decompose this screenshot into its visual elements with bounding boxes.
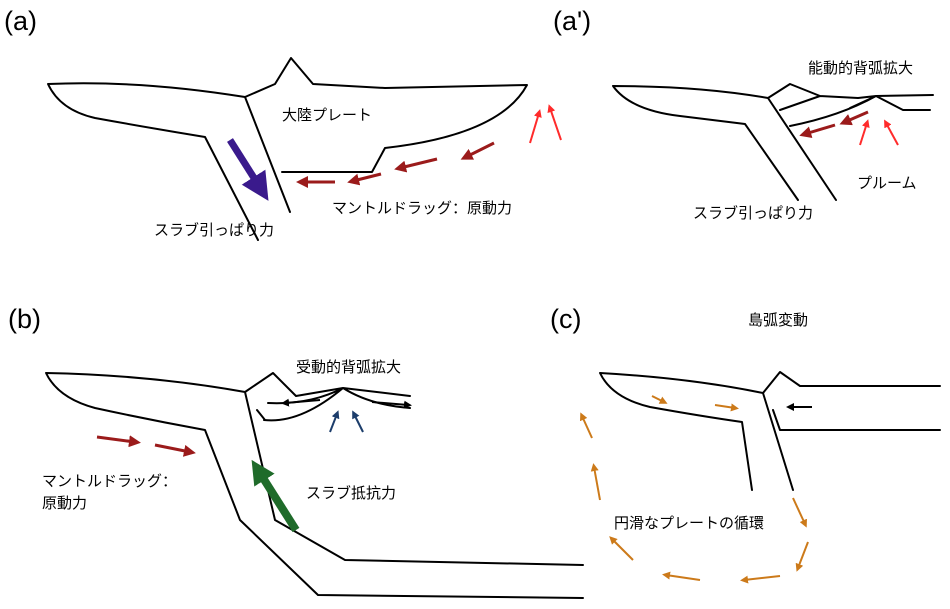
- panel-b: (b) 受動的背弧拡大 マントルドラッグ： 原動力 スラブ抵抗力: [8, 304, 584, 599]
- spreading-arrow: [281, 398, 321, 407]
- circulation-arrow: [662, 571, 701, 581]
- drag-arrow: [460, 141, 495, 160]
- circulation-arrow: [580, 412, 593, 439]
- panel-b-backarc: [244, 372, 411, 422]
- drag-arrow: [96, 435, 141, 448]
- drag-arrow: [154, 443, 196, 457]
- drag-arrow: [799, 123, 836, 139]
- upwelling-arrow: [352, 410, 364, 433]
- panel-a-prime-spreading-label: 能動的背弧拡大: [808, 59, 913, 77]
- panel-a-prime: (a') 能動的背弧拡大 プルーム スラブ引っぱり力: [553, 6, 934, 222]
- circulation-arrow: [795, 541, 809, 572]
- panel-b-label: (b): [8, 304, 41, 334]
- panel-a-prime-label: (a'): [553, 6, 591, 36]
- plume-arrow: [884, 119, 899, 146]
- upwelling-arrow: [529, 109, 542, 144]
- panel-c-circulation-arrows: [580, 395, 809, 584]
- panel-a-prime-plume-arrows: [859, 119, 899, 146]
- panel-c-label: (c): [550, 304, 581, 334]
- panel-a-label: (a): [4, 6, 37, 36]
- panel-a-slab-pull-arrow: [227, 138, 269, 201]
- panel-a-upwelling-arrows: [529, 104, 562, 144]
- panel-a-prime-slab-label: スラブ引っぱり力: [693, 204, 813, 222]
- panel-a-drag-label: マントルドラッグ：原動力: [332, 199, 512, 217]
- panel-b-drag-label-line2: 原動力: [42, 494, 87, 512]
- upwelling-arrow: [329, 410, 340, 433]
- panel-a: (a) 大陸プレート スラブ引っぱり力 マントルドラッグ：原動力: [4, 6, 562, 241]
- panel-a-mantle-drag-arrows: [296, 141, 495, 188]
- panel-a-continental-plate: [244, 57, 528, 173]
- panel-c-title: 島弧変動: [748, 311, 808, 329]
- panel-b-slab-label: スラブ抵抗力: [306, 484, 396, 502]
- panel-b-spreading-arrows: [281, 398, 412, 409]
- panel-a-oceanic-plate: [47, 82, 291, 241]
- panel-c-overriding-plate: [762, 371, 941, 431]
- spreading-arrow: [371, 400, 412, 409]
- panel-b-slab-resistance-arrow: [251, 459, 300, 533]
- panel-c-circulation-label: 円滑なプレートの循環: [614, 514, 764, 532]
- circulation-arrow: [792, 497, 807, 528]
- panel-a-prime-plume-label: プルーム: [857, 174, 917, 192]
- circulation-arrow: [714, 403, 739, 412]
- panel-b-upwelling-arrows: [329, 410, 364, 433]
- plume-arrow: [859, 119, 870, 146]
- panel-a-prime-oceanic-plate: [612, 85, 837, 201]
- drag-arrow: [839, 110, 869, 126]
- drag-arrow: [347, 172, 382, 186]
- circulation-arrow: [651, 395, 668, 404]
- panel-a-plate-label: 大陸プレート: [282, 106, 372, 124]
- panel-a-prime-drag-arrows: [799, 110, 869, 139]
- circulation-arrow: [590, 463, 601, 501]
- panel-b-drag-label-line1: マントルドラッグ：: [42, 472, 177, 490]
- panel-c: (c) 島弧変動 円滑なプレートの循環: [550, 304, 941, 584]
- panel-c-oceanic-plate: [599, 372, 794, 491]
- drag-arrow: [394, 157, 438, 173]
- circulation-arrow: [609, 536, 634, 561]
- panel-a-prime-backarc: [767, 83, 934, 127]
- circulation-arrow: [740, 575, 781, 584]
- panel-b-drag-arrows: [96, 435, 196, 457]
- panel-b-spreading-label: 受動的背弧拡大: [296, 358, 401, 376]
- upwelling-arrow: [547, 104, 562, 141]
- panel-a-slab-label: スラブ引っぱり力: [154, 221, 274, 239]
